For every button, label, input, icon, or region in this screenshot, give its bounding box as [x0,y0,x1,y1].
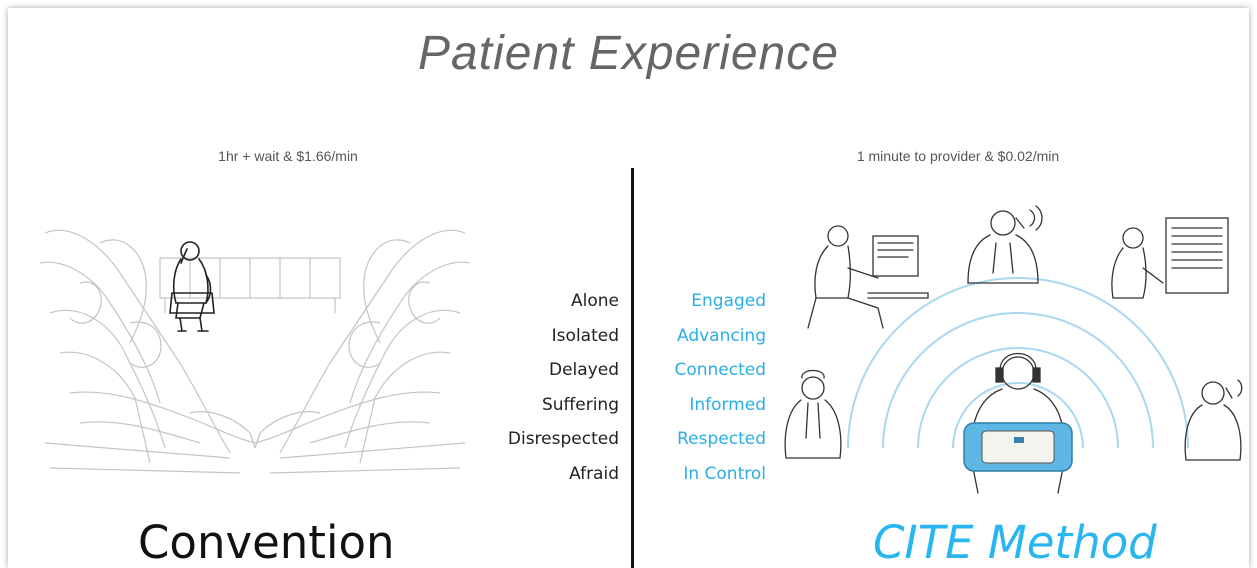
waiting-room-illustration [40,229,470,474]
feeling-word: Informed [689,394,766,415]
feeling-word: Suffering [541,394,619,415]
convention-cost-caption: 1hr + wait & $1.66/min [218,148,358,164]
feeling-word: In Control [683,463,766,484]
feeling-word: Disrespected [507,429,619,449]
feeling-word: Advancing [676,325,766,346]
feeling-word: Afraid [569,463,619,484]
feeling-word: Respected [677,429,766,449]
feeling-word: Engaged [691,291,766,311]
convention-feelings-list: Alone Isolated Delayed Suffering Disresp… [459,284,619,491]
convention-label: Convention [138,516,395,568]
cite-method-label: CITE Method [873,516,1157,568]
feeling-word: Delayed [548,360,619,380]
slide: Patient Experience 1hr + wait & $1.66/mi… [8,8,1249,568]
connected-care-illustration [784,205,1243,494]
feeling-word: Connected [674,360,766,380]
feeling-word: Alone [571,291,619,311]
cite-cost-caption: 1 minute to provider & $0.02/min [856,148,1060,164]
slide-title: Patient Experience [418,27,839,80]
cite-feelings-list: Engaged Advancing Connected Informed Res… [650,284,766,491]
feeling-word: Isolated [551,325,619,346]
center-divider [631,168,634,568]
